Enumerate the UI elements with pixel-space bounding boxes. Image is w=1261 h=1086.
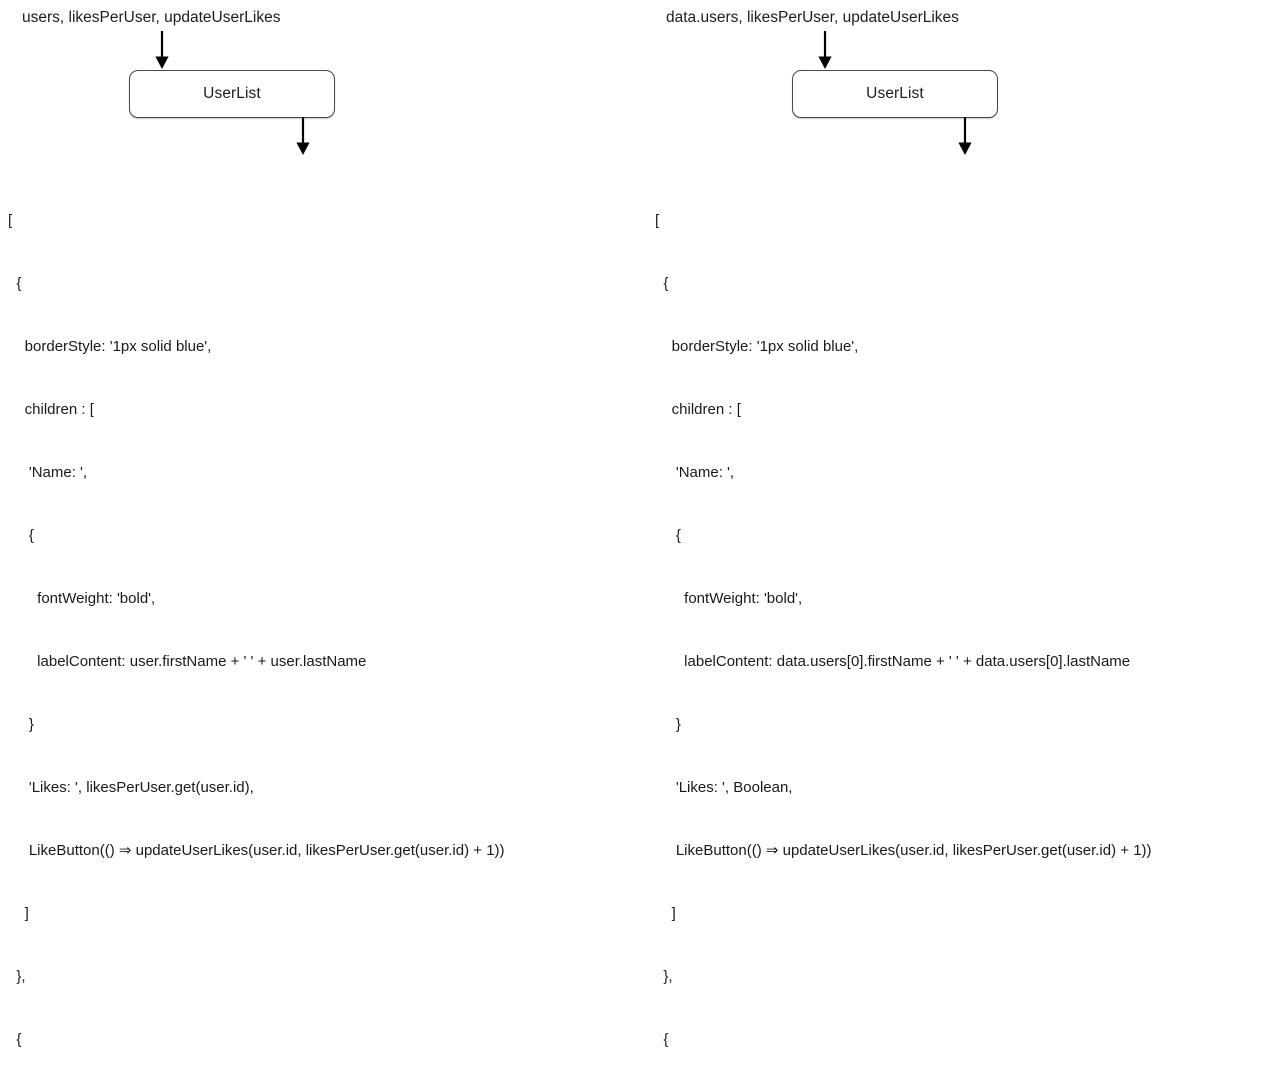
code-line: fontWeight: 'bold', bbox=[8, 590, 156, 607]
output-code-block: [ { borderStyle: '1px solid blue', child… bbox=[655, 168, 1152, 1086]
code-line: borderStyle: '1px solid blue', bbox=[655, 338, 859, 355]
code-line: 'Name: ', bbox=[8, 464, 88, 481]
code-line: borderStyle: '1px solid blue', bbox=[8, 338, 212, 355]
code-line: 'Likes: ', likesPerUser.get(user.id), bbox=[8, 779, 254, 796]
code-line: [ bbox=[8, 212, 13, 229]
arrow-down-out-of-userlist bbox=[954, 117, 976, 156]
diagram-panel-left: users, likesPerUser, updateUserLikes Use… bbox=[0, 0, 630, 1048]
code-line: }, bbox=[655, 968, 673, 985]
code-line: children : [ bbox=[8, 401, 94, 418]
inputs-label: users, likesPerUser, updateUserLikes bbox=[22, 9, 281, 26]
code-line: { bbox=[655, 275, 669, 292]
code-line: 'Likes: ', Boolean, bbox=[655, 779, 793, 796]
code-line: { bbox=[655, 1031, 669, 1048]
code-line: { bbox=[8, 275, 22, 292]
code-line: 'Name: ', bbox=[655, 464, 735, 481]
diagram-canvas: users, likesPerUser, updateUserLikes Use… bbox=[0, 0, 1261, 1048]
inputs-label: data.users, likesPerUser, updateUserLike… bbox=[666, 9, 959, 26]
code-line: labelContent: data.users[0].firstName + … bbox=[655, 653, 1131, 670]
arrow-down-into-userlist bbox=[151, 31, 173, 70]
code-line: LikeButton(() ⇒ updateUserLikes(user.id,… bbox=[8, 842, 505, 859]
code-line: LikeButton(() ⇒ updateUserLikes(user.id,… bbox=[655, 842, 1152, 859]
diagram-panel-right: data.users, likesPerUser, updateUserLike… bbox=[631, 0, 1261, 1048]
component-box-userlist[interactable]: UserList bbox=[792, 70, 998, 118]
code-line: ] bbox=[8, 905, 29, 922]
code-line: labelContent: user.firstName + ' ' + use… bbox=[8, 653, 367, 670]
component-box-label: UserList bbox=[203, 85, 261, 102]
code-line: { bbox=[8, 1031, 22, 1048]
code-line: { bbox=[655, 527, 681, 544]
code-line: } bbox=[8, 716, 34, 733]
code-line: { bbox=[8, 527, 34, 544]
arrow-down-into-userlist bbox=[814, 31, 836, 70]
component-box-label: UserList bbox=[866, 85, 924, 102]
arrow-down-out-of-userlist bbox=[292, 117, 314, 156]
output-code-block: [ { borderStyle: '1px solid blue', child… bbox=[8, 168, 505, 1086]
code-line: fontWeight: 'bold', bbox=[655, 590, 803, 607]
code-line: ] bbox=[655, 905, 676, 922]
code-line: }, bbox=[8, 968, 26, 985]
code-line: [ bbox=[655, 212, 660, 229]
component-box-userlist[interactable]: UserList bbox=[129, 70, 335, 118]
code-line: } bbox=[655, 716, 681, 733]
code-line: children : [ bbox=[655, 401, 741, 418]
